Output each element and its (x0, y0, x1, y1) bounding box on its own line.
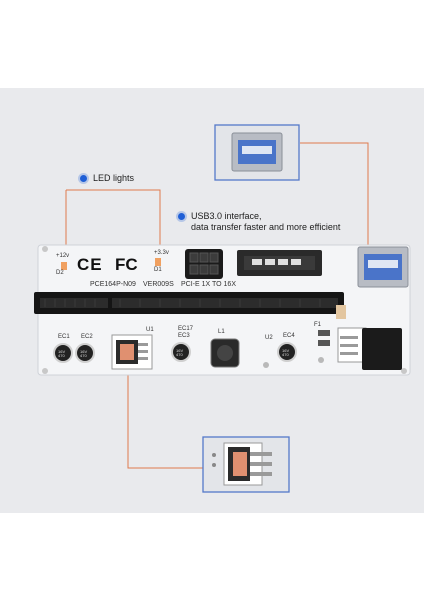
capacitor-ec4: 16V 470 (277, 342, 297, 362)
board-ec4-label: EC4 (283, 333, 295, 339)
board-u1-label: U1 (146, 327, 154, 333)
board-d1-label: D1 (154, 267, 162, 273)
usb-bullet-icon (178, 213, 185, 220)
capacitor-ec1: 16V 470 (53, 343, 73, 363)
board-pcie-label: PCI-E 1X TO 16X (181, 281, 236, 288)
board-ec2-label: EC2 (81, 334, 93, 340)
regulator-inset (202, 436, 290, 493)
board-l1-label: L1 (218, 329, 225, 335)
board-f1-label: F1 (314, 322, 322, 328)
capacitor-ec2: 16V 470 (75, 343, 95, 363)
board-ec3-label: EC3 (178, 333, 190, 339)
board-ec17-label: EC17 (178, 326, 194, 332)
fcc-mark-icon: FC (115, 255, 138, 274)
usb-callout-line (300, 142, 369, 250)
usb-interface-label-line2: data transfer faster and more efficient (191, 222, 341, 232)
led-callout-line-2 (66, 189, 161, 252)
board-ec1-label: EC1 (58, 334, 70, 340)
board-version-label: VER009S (143, 281, 174, 288)
ce-mark-icon: CE (77, 255, 103, 274)
board-v33-label: +3.3v (154, 250, 169, 256)
usb-inset (214, 124, 300, 181)
board-v12-label: +12v (56, 253, 70, 259)
board-model-label: PCE164P-N09 (90, 281, 136, 288)
led-bullet-icon (80, 175, 87, 182)
regulator-callout-line (127, 360, 204, 469)
board-u2-label: U2 (265, 335, 273, 341)
board-d2-label: D2 (56, 270, 64, 276)
capacitor-ec3: 16V 470 (171, 342, 191, 362)
usb-interface-label-line1: USB3.0 interface, (191, 211, 262, 221)
led-lights-label: LED lights (93, 173, 135, 183)
riser-board (34, 244, 411, 376)
